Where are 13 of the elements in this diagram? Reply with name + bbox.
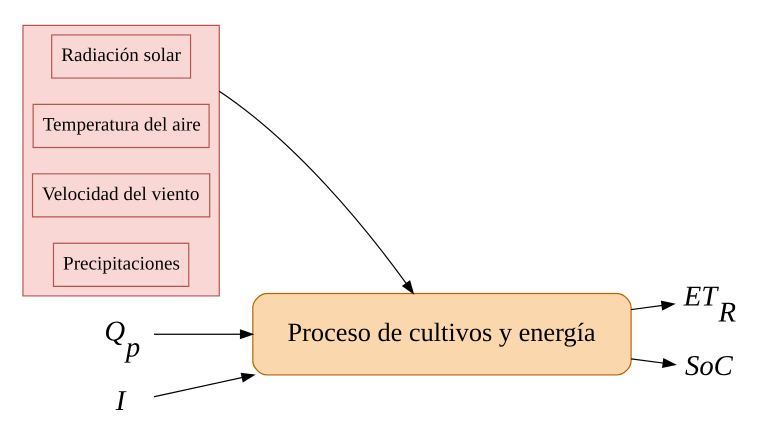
arrow xyxy=(631,358,677,368)
arrow xyxy=(218,90,414,294)
arrow xyxy=(154,328,254,339)
node-box: Velocidad del viento xyxy=(32,172,210,217)
arrow xyxy=(631,300,676,310)
cluster xyxy=(22,24,220,296)
node-box: Precipitaciones xyxy=(52,242,190,286)
node-box: Temperatura del aire xyxy=(32,103,210,148)
node-text: SoC xyxy=(684,350,733,382)
node-box: Proceso de cultivos y energía xyxy=(252,292,632,376)
node-text: I xyxy=(116,384,126,416)
arrow xyxy=(154,372,256,397)
node-box: Radiación solar xyxy=(51,34,192,78)
